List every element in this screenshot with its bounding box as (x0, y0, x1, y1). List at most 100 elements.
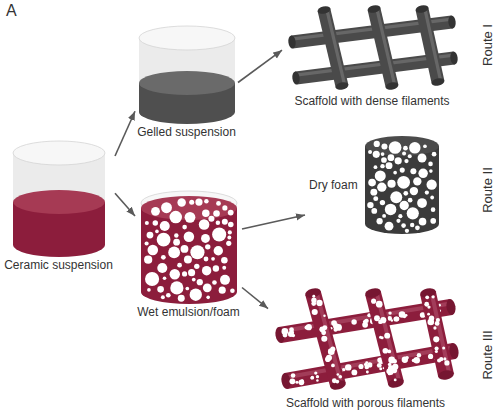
pore-bubble (364, 363, 368, 367)
pore-bubble (430, 196, 434, 200)
filament-highlight (425, 8, 441, 81)
filament-end (335, 81, 349, 91)
pore-bubble (201, 266, 210, 275)
pore-bubble (376, 301, 383, 308)
pore-bubble (366, 371, 369, 374)
pore-bubble (393, 316, 398, 321)
pore-bubble (410, 223, 414, 227)
pore-bubble (202, 210, 210, 218)
filament (364, 287, 405, 390)
pore-bubble (390, 191, 402, 203)
pore-bubble (215, 220, 219, 224)
pore-bubble (435, 321, 440, 326)
filament (304, 287, 347, 392)
node-caption: Dry foam (309, 178, 358, 193)
route-label: Route I (480, 24, 495, 66)
pore-bubble (392, 359, 397, 364)
pore-bubble (173, 239, 180, 246)
pore-bubble (418, 218, 426, 226)
pore-bubble (394, 157, 401, 164)
pore-bubble (226, 241, 231, 246)
pore-bubble (145, 272, 159, 286)
pore-bubble (386, 368, 392, 374)
filament-end (367, 4, 381, 14)
pore-bubble (195, 198, 202, 205)
pore-bubble (382, 214, 386, 218)
dry-foam-cylinder: Dry foam (305, 135, 440, 235)
pore-bubble (368, 150, 372, 154)
liquid-body (365, 146, 439, 234)
pore-bubble (435, 350, 438, 353)
pore-bubble (289, 330, 294, 335)
pore-bubble (373, 141, 379, 147)
pore-bubble (388, 311, 391, 314)
pore-bubble (174, 233, 179, 238)
pore-bubble (373, 165, 377, 169)
pore-bubble (399, 311, 406, 318)
glass-rim (139, 26, 235, 50)
bubble-group (367, 141, 437, 233)
pore-bubble (396, 219, 400, 223)
pore-bubble (198, 219, 209, 230)
cylinder-art (13, 141, 105, 257)
pore-bubble (402, 152, 406, 156)
node-caption: Gelled suspension (137, 125, 236, 140)
filament-end (288, 35, 297, 49)
pore-bubble (418, 169, 427, 178)
pore-bubble (417, 154, 426, 163)
pore-bubble (410, 168, 416, 174)
cylinder-art (139, 26, 235, 124)
pore-bubble (391, 319, 393, 321)
pore-bubble (417, 353, 421, 357)
pore-bubble (371, 299, 376, 304)
pore-bubble (191, 278, 195, 282)
pore-bubble (157, 286, 164, 293)
pore-bubble (401, 223, 406, 228)
filament-end (445, 298, 456, 315)
pore-bubble (345, 364, 351, 370)
pore-bubble (165, 293, 170, 298)
pore-bubble (351, 370, 357, 376)
glass-wall (141, 203, 237, 304)
illustration (282, 2, 462, 94)
pore-bubble (388, 141, 401, 154)
pore-bubble (311, 376, 315, 380)
pore-bubble (394, 317, 398, 321)
node-caption: Scaffold with porous filaments (286, 396, 445, 411)
pore-bubble (222, 266, 226, 270)
pore-bubble (393, 171, 397, 175)
pore-bubble (177, 295, 184, 302)
pore-bubble (428, 162, 433, 167)
pore-bubble (367, 202, 373, 208)
filament-highlight (376, 292, 399, 382)
filament-end (450, 51, 459, 65)
pore-bubble (363, 320, 367, 324)
pore-bubble (189, 200, 194, 205)
pore-bubble (444, 360, 449, 365)
pore-bubble (372, 151, 379, 158)
route-label: Route III (480, 330, 495, 379)
pore-bubble (351, 319, 356, 324)
pore-bubble (426, 180, 436, 190)
pore-bubble (185, 287, 189, 291)
pore-bubble (155, 230, 159, 234)
pore-bubble (331, 320, 337, 326)
pore-bubble (409, 187, 417, 195)
pore-bubble (412, 359, 415, 362)
porous-scaffold: Scaffold with porous filaments (268, 283, 463, 411)
pore-bubble (381, 143, 387, 149)
pore-bubble (183, 256, 191, 264)
pore-bubble (216, 201, 221, 206)
pore-bubble (157, 263, 167, 273)
pore-bubble (321, 336, 327, 342)
filament-highlight (377, 8, 395, 85)
pore-bubble (427, 313, 430, 316)
pore-bubble (228, 222, 234, 228)
pore-bubble (202, 283, 211, 292)
process-arrow (238, 50, 282, 82)
pore-bubble (169, 211, 182, 224)
pore-bubble (430, 207, 435, 212)
pore-bubble (380, 164, 384, 168)
panel-letter: A (6, 2, 17, 20)
